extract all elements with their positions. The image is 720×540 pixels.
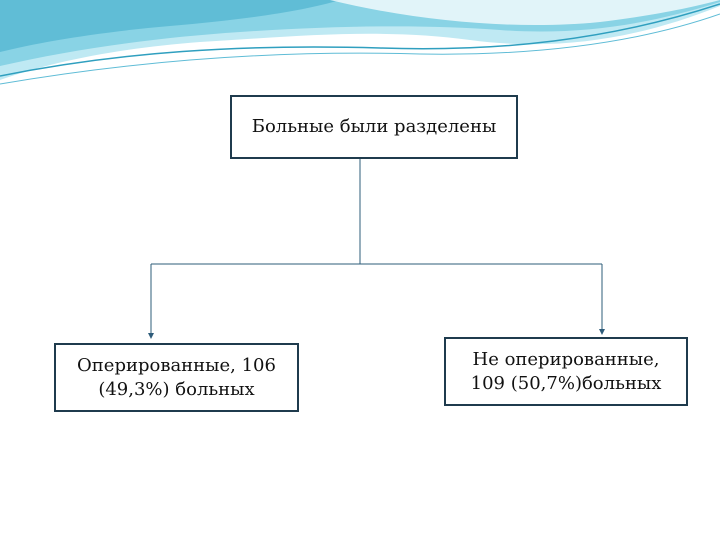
wave-white-swoosh <box>330 0 720 26</box>
wave-dark <box>0 0 340 52</box>
child-node-operated: Оперированные, 106 (49,3%) больных <box>54 343 299 412</box>
wave-line-2 <box>0 13 720 85</box>
wave-line-1 <box>0 3 720 77</box>
child-node-operated-label: Оперированные, 106 (49,3%) больных <box>77 354 276 400</box>
root-node: Больные были разделены <box>230 95 518 159</box>
child-node-not-operated-label: Не оперированные, 109 (50,7%)больных <box>470 348 662 394</box>
decorative-wave-banner <box>0 0 720 85</box>
child-node-not-operated: Не оперированные, 109 (50,7%)больных <box>444 337 688 406</box>
root-node-label: Больные были разделены <box>251 116 497 137</box>
